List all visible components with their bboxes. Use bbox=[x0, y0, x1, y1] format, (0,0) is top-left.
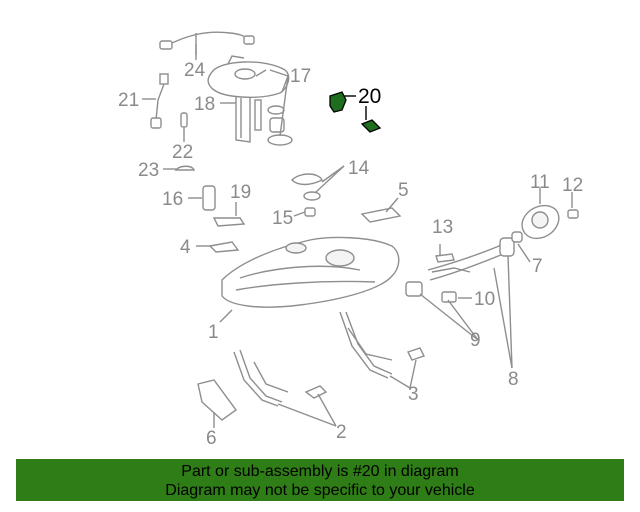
part-19-bracket bbox=[212, 217, 246, 227]
part-24-harness bbox=[159, 31, 255, 55]
callout-2: 2 bbox=[336, 422, 347, 443]
part-12-clip bbox=[567, 209, 579, 219]
part-17-components bbox=[267, 105, 293, 146]
part-22-clip bbox=[180, 112, 188, 128]
info-banner: Part or sub-assembly is #20 in diagram D… bbox=[16, 459, 624, 501]
callout-21: 21 bbox=[118, 90, 139, 111]
callout-3: 3 bbox=[408, 384, 419, 405]
part-16-filter bbox=[202, 185, 216, 211]
parts-diagram: 24 17 21 18 20 22 23 14 16 19 5 15 4 11 … bbox=[118, 31, 583, 449]
callout-15: 15 bbox=[272, 208, 293, 229]
callout-23: 23 bbox=[138, 160, 159, 181]
callout-1: 1 bbox=[208, 322, 219, 343]
part-8-filler-pipe bbox=[405, 237, 515, 303]
callout-10: 10 bbox=[474, 289, 495, 310]
callout-17: 17 bbox=[290, 66, 311, 87]
part-17-pump-module bbox=[207, 55, 290, 98]
part-5-pad bbox=[360, 207, 402, 223]
callout-19: 19 bbox=[230, 182, 251, 203]
callout-9: 9 bbox=[470, 330, 481, 351]
banner-line-2: Diagram may not be specific to your vehi… bbox=[165, 482, 475, 499]
banner-line-1: Part or sub-assembly is #20 in diagram bbox=[181, 463, 459, 480]
callout-16: 16 bbox=[162, 189, 183, 210]
callout-18: 18 bbox=[194, 94, 215, 115]
part-11-filler-door bbox=[521, 205, 560, 240]
callout-8: 8 bbox=[508, 369, 519, 390]
callout-labels: 24 17 21 18 20 22 23 14 16 19 5 15 4 11 … bbox=[118, 60, 583, 449]
callout-24: 24 bbox=[184, 60, 206, 81]
callout-11: 11 bbox=[530, 172, 550, 193]
callout-13: 13 bbox=[432, 217, 453, 238]
part-23-gasket bbox=[174, 165, 196, 171]
callout-22: 22 bbox=[172, 142, 193, 163]
part-20-highlighted bbox=[329, 91, 382, 133]
part-14-ring bbox=[291, 173, 323, 201]
callout-14: 14 bbox=[348, 158, 370, 179]
part-2-straps bbox=[233, 349, 328, 407]
part-18-sender bbox=[235, 96, 262, 143]
callout-12: 12 bbox=[562, 175, 583, 196]
callout-6: 6 bbox=[206, 428, 217, 449]
part-7-cap bbox=[511, 231, 523, 243]
part-6-protector bbox=[197, 379, 237, 421]
callout-5: 5 bbox=[398, 180, 409, 201]
part-3-straps bbox=[339, 311, 425, 379]
part-1-fuel-tank bbox=[221, 236, 400, 308]
part-4-pad bbox=[208, 241, 240, 253]
part-15-cap bbox=[304, 207, 316, 217]
part-21-wire bbox=[150, 73, 169, 129]
callout-20: 20 bbox=[358, 85, 381, 108]
callout-7: 7 bbox=[532, 256, 543, 277]
part-13-clip bbox=[435, 253, 455, 263]
leader-lines bbox=[142, 44, 573, 428]
callout-4: 4 bbox=[180, 237, 191, 258]
